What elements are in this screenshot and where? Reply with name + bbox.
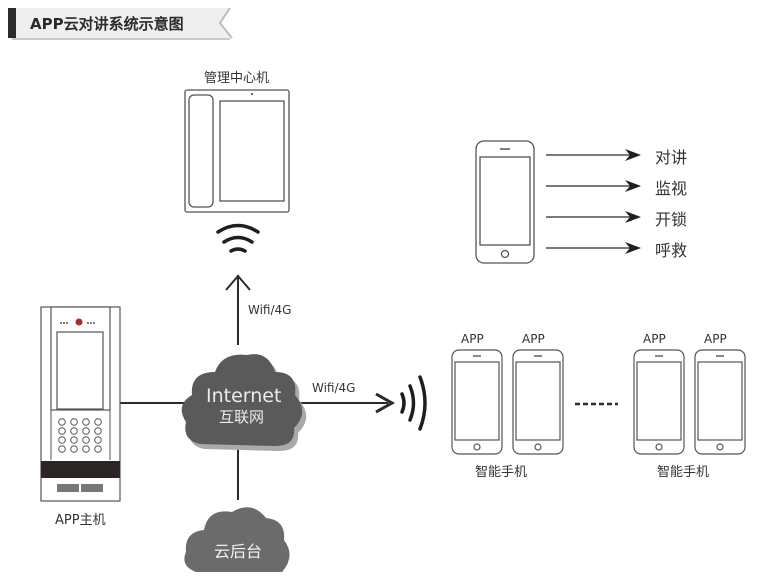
smartphone-group-label: 智能手机: [475, 465, 528, 480]
feature-arrows: [546, 149, 641, 254]
link-label-right: Wifi/4G: [312, 381, 356, 395]
keypad-key: [82, 445, 90, 453]
feature-arrow-head: [625, 211, 641, 223]
phone-app-label: APP: [522, 332, 545, 346]
keypad-key: [82, 436, 90, 444]
feature-label-intercom: 对讲: [655, 148, 688, 167]
app-host-device: [40, 306, 121, 502]
cloud-backend-label: 云后台: [214, 542, 263, 561]
keypad-key: [58, 418, 66, 426]
grille-right: [81, 484, 103, 492]
management-center-device: [184, 89, 290, 213]
link-label-up: Wifi/4G: [248, 303, 292, 317]
host-screen: [56, 331, 104, 410]
internet-label: Internet: [206, 385, 282, 407]
smartphone-icon: [512, 349, 564, 455]
smartphones: [451, 349, 746, 455]
keypad-key: [58, 445, 66, 453]
screen: [219, 100, 285, 202]
page-title: APP云对讲系统示意图: [30, 15, 184, 33]
keypad-key: [82, 418, 90, 426]
keypad-key: [70, 445, 78, 453]
keypad-key: [58, 436, 66, 444]
smartphone-icon: [451, 349, 503, 455]
smartphone-group-label: 智能手机: [657, 465, 710, 480]
keypad-key: [94, 418, 102, 426]
internet-cn-label: 互联网: [219, 408, 265, 426]
host-dark-band: [41, 461, 120, 478]
keypad-key: [94, 445, 102, 453]
feature-label-monitor: 监视: [655, 179, 688, 198]
camera-icon: [75, 318, 83, 326]
title-banner-shape: [8, 8, 233, 40]
feature-label-unlock: 开锁: [655, 210, 688, 229]
handset-icon: [188, 94, 214, 208]
keypad-key: [94, 427, 102, 435]
feature-phone: [475, 140, 535, 264]
grille-left: [57, 484, 79, 492]
wifi-icon: [216, 223, 260, 253]
keypad-key: [58, 427, 66, 435]
title-banner: APP云对讲系统示意图: [8, 8, 233, 40]
cloud-backend: [184, 507, 290, 572]
wireless-signal-icon: [400, 375, 427, 431]
feature-arrow-head: [625, 242, 641, 254]
indicator-dots: [60, 322, 95, 324]
phone-app-label: APP: [461, 332, 484, 346]
management-center-label: 管理中心机: [204, 71, 270, 86]
connections: [120, 274, 396, 500]
arrow-right-head: [375, 392, 396, 414]
app-host-label: APP主机: [55, 513, 106, 528]
arrow-up-head: [225, 274, 251, 291]
phone-app-label: APP: [643, 332, 666, 346]
keypad-key: [70, 436, 78, 444]
feature-arrow-head: [625, 149, 641, 161]
phone-app-label: APP: [704, 332, 727, 346]
smartphone-icon: [633, 349, 685, 455]
feature-arrow-head: [625, 180, 641, 192]
feature-label-sos: 呼救: [655, 241, 688, 260]
keypad: [58, 418, 102, 453]
title-accent-bar: [8, 8, 16, 38]
smartphone-icon: [694, 349, 746, 455]
keypad-key: [70, 427, 78, 435]
keypad-key: [82, 427, 90, 435]
keypad-key: [94, 436, 102, 444]
keypad-key: [70, 418, 78, 426]
internet-cloud: [181, 354, 307, 451]
